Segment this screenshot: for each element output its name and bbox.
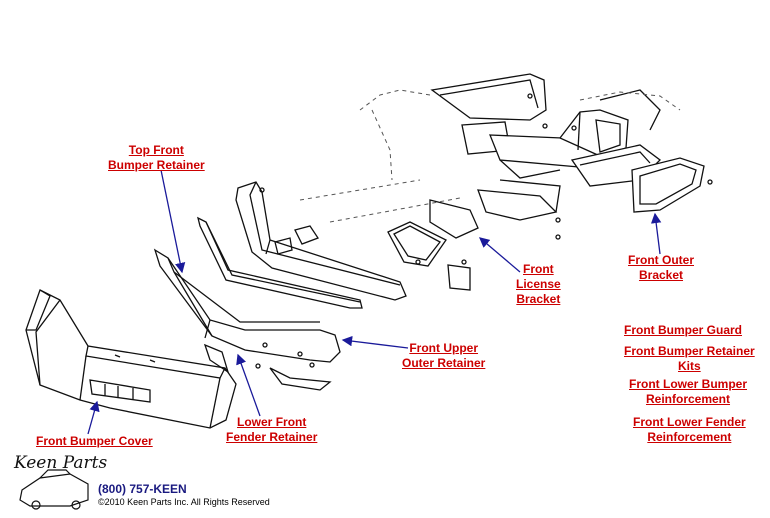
copyright-text: ©2010 Keen Parts Inc. All Rights Reserve…	[98, 497, 270, 507]
label-front-bumper-cover[interactable]: Front Bumper Cover	[36, 434, 153, 449]
logo-wordmark: Keen Parts	[14, 453, 108, 473]
label-line: Fender Retainer	[226, 430, 318, 444]
label-line: Front	[523, 262, 554, 276]
label-line: Front Lower Bumper	[629, 377, 748, 391]
label-line: Lower Front	[237, 415, 307, 429]
front-bumper-cover-part	[25, 289, 237, 429]
label-line: Kits	[678, 359, 701, 373]
keen-parts-logo	[19, 469, 89, 510]
front-upper-outer-retainer-part	[197, 216, 363, 309]
label-front-upper-outer-retainer[interactable]: Front Upper Outer Retainer	[402, 341, 485, 371]
label-line: Reinforcement	[645, 392, 731, 406]
label-front-outer-bracket[interactable]: Front Outer Bracket	[628, 253, 694, 283]
front-license-bracket-part	[387, 179, 561, 291]
label-line: Reinforcement	[647, 430, 732, 444]
body-outline	[299, 89, 681, 223]
label-line: Front Bumper Cover	[36, 434, 153, 448]
front-outer-bracket-part	[631, 157, 713, 213]
label-lower-front-fender-retainer[interactable]: Lower Front Fender Retainer	[226, 415, 317, 445]
label-line: Bracket	[638, 268, 684, 282]
label-line: Outer Retainer	[402, 356, 486, 370]
label-line: Bracket	[516, 292, 561, 306]
link-front-lower-fender-reinforcement[interactable]: Front Lower Fender Reinforcement	[633, 415, 746, 445]
frame-brackets-part	[430, 73, 661, 187]
label-front-license-bracket[interactable]: Front License Bracket	[516, 262, 561, 307]
link-front-bumper-guard[interactable]: Front Bumper Guard	[624, 323, 743, 337]
upper-retainer-part	[153, 248, 341, 391]
label-line: Bumper Retainer	[108, 158, 205, 172]
label-top-front-bumper-retainer[interactable]: Top Front Bumper Retainer	[108, 143, 205, 173]
label-line: Top Front	[128, 143, 184, 157]
callout-arrows	[87, 169, 662, 435]
label-line: Front Outer	[628, 253, 694, 267]
link-front-bumper-retainer-kits[interactable]: Front Bumper Retainer Kits	[624, 344, 755, 374]
phone-number[interactable]: (800) 757-KEEN	[98, 482, 187, 496]
label-line: Front Bumper Retainer	[624, 344, 755, 358]
link-front-lower-bumper-reinforcement[interactable]: Front Lower Bumper Reinforcement	[629, 377, 747, 407]
label-line: Front Lower Fender	[633, 415, 746, 429]
label-line: Front Upper	[409, 341, 479, 355]
top-front-bumper-retainer-part	[235, 181, 407, 301]
label-line: License	[516, 277, 561, 291]
